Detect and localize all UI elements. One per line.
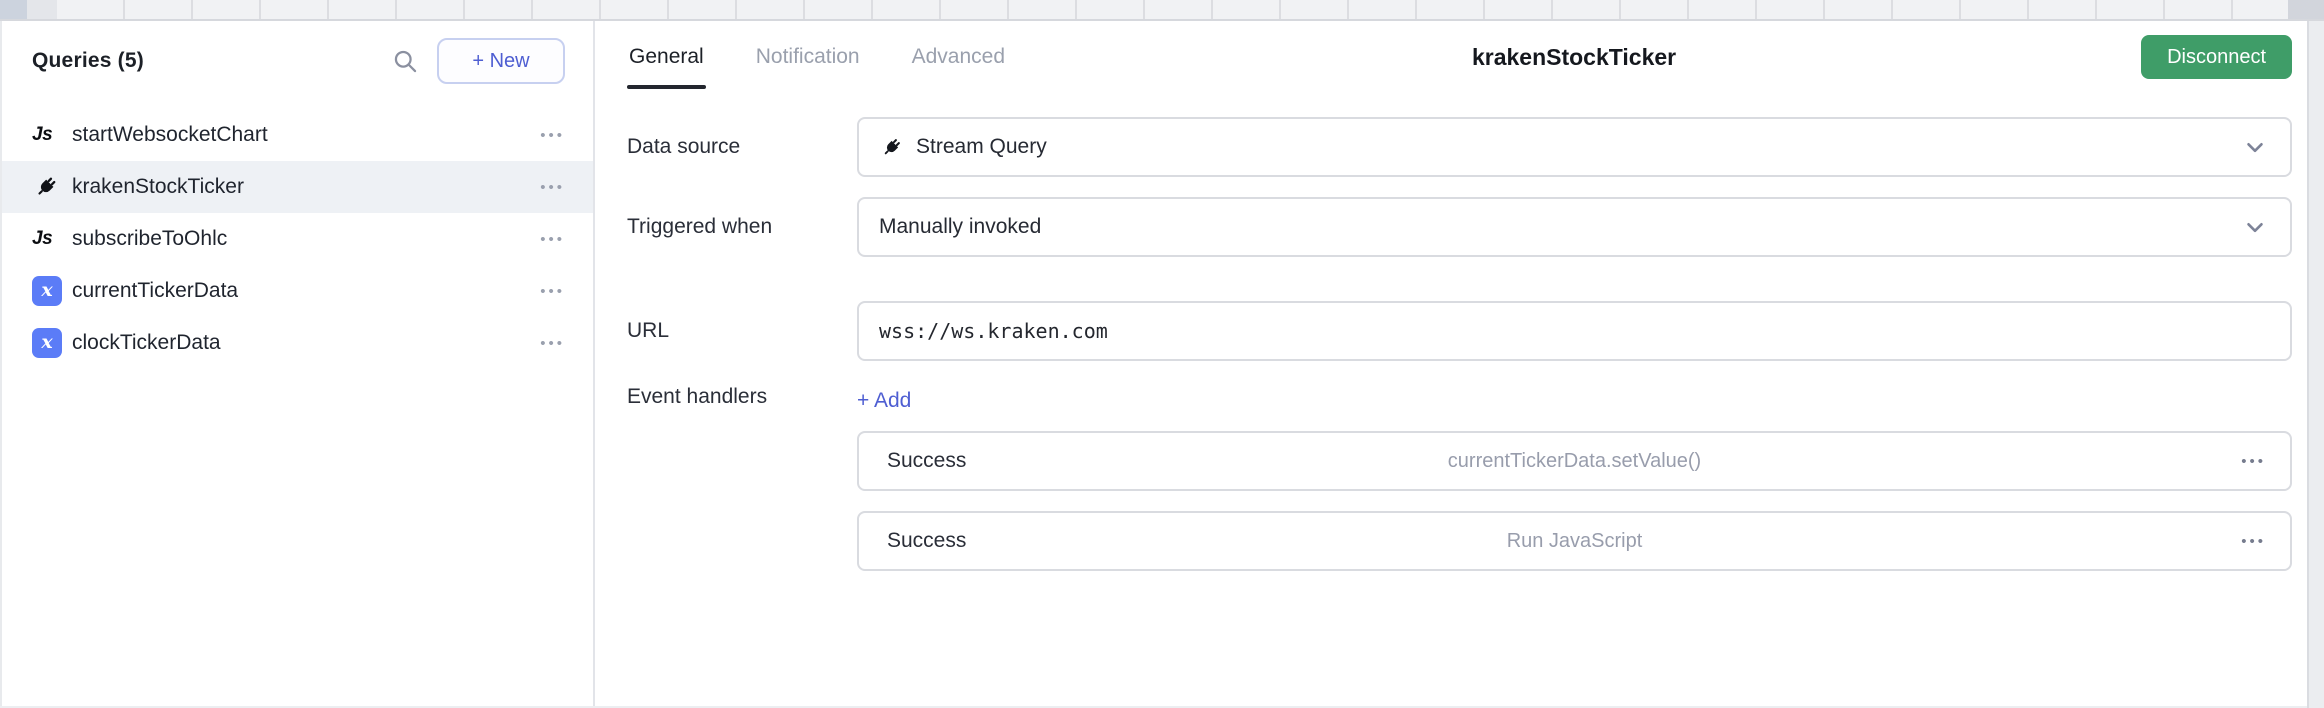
data-source-label: Data source [627, 135, 741, 158]
query-more-options-button[interactable]: ••• [540, 126, 565, 144]
query-name: krakenStockTicker [72, 175, 244, 198]
triggered-when-label: Triggered when [627, 215, 773, 238]
add-event-handler-button[interactable]: + Add [857, 389, 912, 412]
query-more-options-button[interactable]: ••• [540, 282, 565, 300]
handler-more-options-button[interactable]: ••• [2241, 452, 2266, 470]
variable-icon: x [32, 328, 72, 358]
event-handlers-section: Event handlers + Add Success currentTick… [627, 385, 2292, 571]
query-more-options-button[interactable]: ••• [540, 178, 565, 196]
query-item-startWebsocketChart[interactable]: Js startWebsocketChart ••• [2, 109, 593, 161]
query-item-krakenStockTicker[interactable]: krakenStockTicker ••• [2, 161, 593, 213]
url-row: URL wss://ws.kraken.com [627, 301, 2292, 361]
query-item-currentTickerData[interactable]: x currentTickerData ••• [2, 265, 593, 317]
query-name: startWebsocketChart [72, 123, 268, 146]
js-icon: Js [32, 124, 53, 145]
js-icon: Js [32, 228, 53, 249]
tab-advanced[interactable]: Advanced [911, 45, 1006, 68]
data-source-value: Stream Query [916, 135, 1047, 158]
search-icon[interactable] [383, 39, 427, 83]
data-source-select[interactable]: Stream Query [857, 117, 2292, 177]
event-handler-list: Success currentTickerData.setValue() •••… [857, 431, 2292, 571]
query-item-clockTickerData[interactable]: x clockTickerData ••• [2, 317, 593, 369]
chevron-down-icon [2242, 134, 2268, 160]
plug-icon [32, 173, 72, 201]
url-input[interactable]: wss://ws.kraken.com [857, 301, 2292, 361]
table-cell [0, 0, 27, 19]
query-name: subscribeToOhlc [72, 227, 228, 250]
query-item-subscribeToOhlc[interactable]: Js subscribeToOhlc ••• [2, 213, 593, 265]
tab-notification[interactable]: Notification [755, 45, 860, 68]
triggered-when-row: Triggered when Manually invoked [627, 197, 2292, 257]
handler-event-type: Success [887, 529, 967, 552]
handler-more-options-button[interactable]: ••• [2241, 532, 2266, 550]
query-more-options-button[interactable]: ••• [540, 334, 565, 352]
query-settings-header: General Notification Advanced krakenStoc… [627, 21, 2292, 93]
queries-title: Queries (5) [32, 49, 144, 72]
variable-icon: x [32, 276, 72, 306]
table-cell [27, 0, 57, 19]
queries-sidebar-header: Queries (5) + New [2, 21, 593, 85]
tab-general[interactable]: General [627, 25, 706, 89]
disconnect-button[interactable]: Disconnect [2141, 35, 2292, 79]
handler-action-summary: currentTickerData.setValue() [1447, 449, 1702, 472]
triggered-when-value: Manually invoked [879, 215, 1042, 238]
queries-sidebar: Queries (5) + New Js startWebsocketChart [0, 21, 595, 706]
handler-action-summary: Run JavaScript [1506, 529, 1643, 552]
event-handler-row[interactable]: Success Run JavaScript ••• [857, 511, 2292, 571]
chevron-down-icon [2242, 214, 2268, 240]
new-query-button[interactable]: + New [437, 38, 565, 84]
query-editor-panel: Queries (5) + New Js startWebsocketChart [0, 21, 2324, 708]
adjacent-panel-edge [2307, 21, 2324, 708]
query-settings-form: Data source [627, 117, 2292, 571]
settings-tabs: General Notification Advanced [627, 25, 1007, 89]
data-source-row: Data source [627, 117, 2292, 177]
url-label: URL [627, 319, 670, 342]
query-name: currentTickerData [72, 279, 239, 302]
stream-query-plug-icon [879, 135, 904, 160]
event-handler-row[interactable]: Success currentTickerData.setValue() ••• [857, 431, 2292, 491]
query-settings-panel: General Notification Advanced krakenStoc… [595, 21, 2324, 706]
url-value: wss://ws.kraken.com [879, 319, 1108, 343]
handler-event-type: Success [887, 449, 967, 472]
query-title: krakenStockTicker [1471, 43, 1677, 70]
query-list: Js startWebsocketChart ••• [2, 109, 593, 369]
table-component-edge [0, 0, 2324, 21]
triggered-when-select[interactable]: Manually invoked [857, 197, 2292, 257]
query-name: clockTickerData [72, 331, 221, 354]
table-cell [2288, 0, 2324, 19]
event-handlers-label: Event handlers [627, 385, 768, 408]
event-handlers-column: + Add Success currentTickerData.setValue… [857, 385, 2292, 571]
query-more-options-button[interactable]: ••• [540, 230, 565, 248]
